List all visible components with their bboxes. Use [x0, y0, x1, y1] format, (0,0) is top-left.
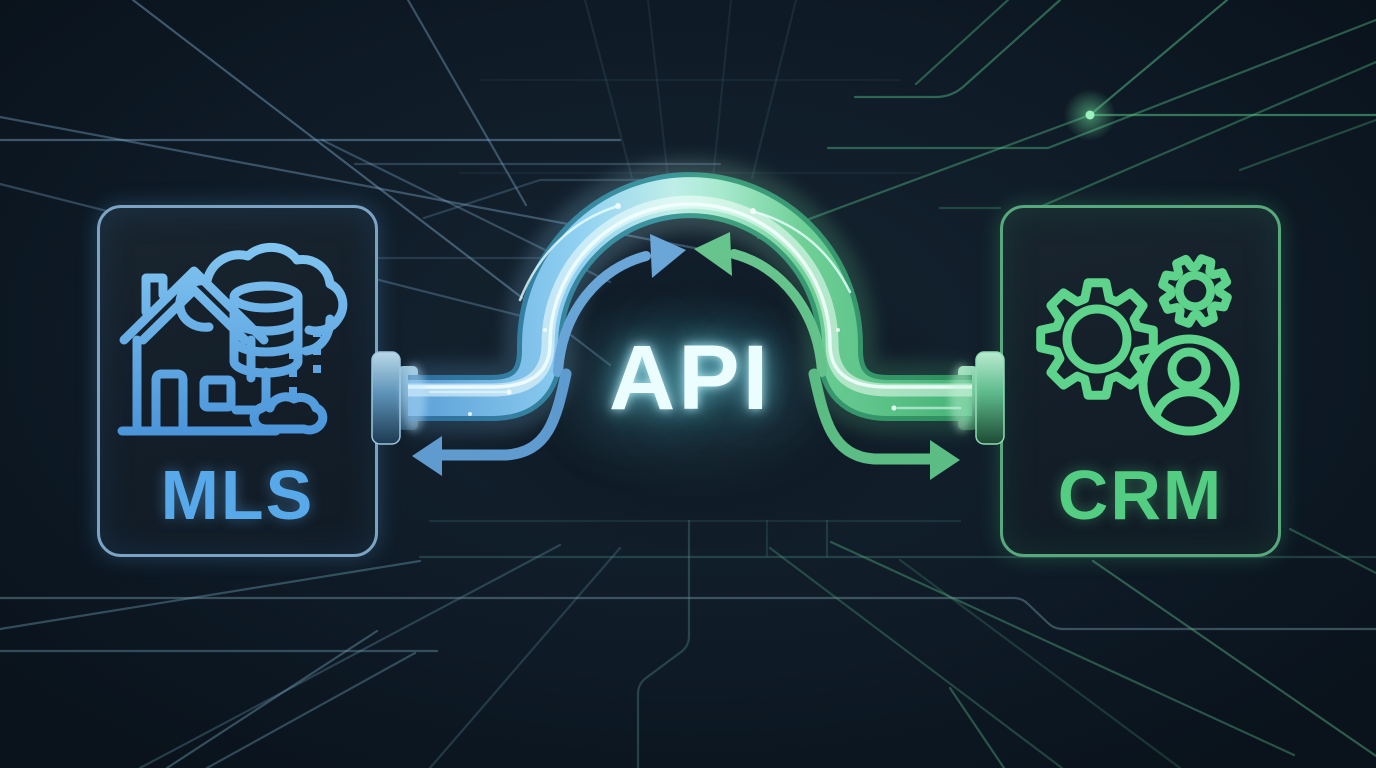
pipe-flange-right — [975, 351, 1005, 445]
arrow-mls-to-crm — [412, 234, 686, 476]
arrow-crm-to-mls — [694, 232, 960, 480]
pipe-body — [408, 172, 972, 421]
mls-card: MLS — [97, 205, 378, 557]
house-cloud-database-icon — [116, 226, 360, 452]
pipe-flange-left — [371, 351, 401, 445]
glow-node — [1064, 89, 1116, 141]
mls-label: MLS — [160, 456, 315, 534]
crm-label: CRM — [1057, 456, 1224, 534]
crm-card: CRM — [1000, 205, 1281, 557]
contact-person-icon — [1138, 334, 1239, 436]
exchange-arrows — [412, 232, 960, 480]
gear-small-icon — [1157, 254, 1232, 328]
gears-contact-icon — [1019, 226, 1263, 452]
api-label: API — [608, 327, 772, 429]
gear-large-icon — [1035, 278, 1158, 400]
data-streaks — [428, 203, 962, 416]
